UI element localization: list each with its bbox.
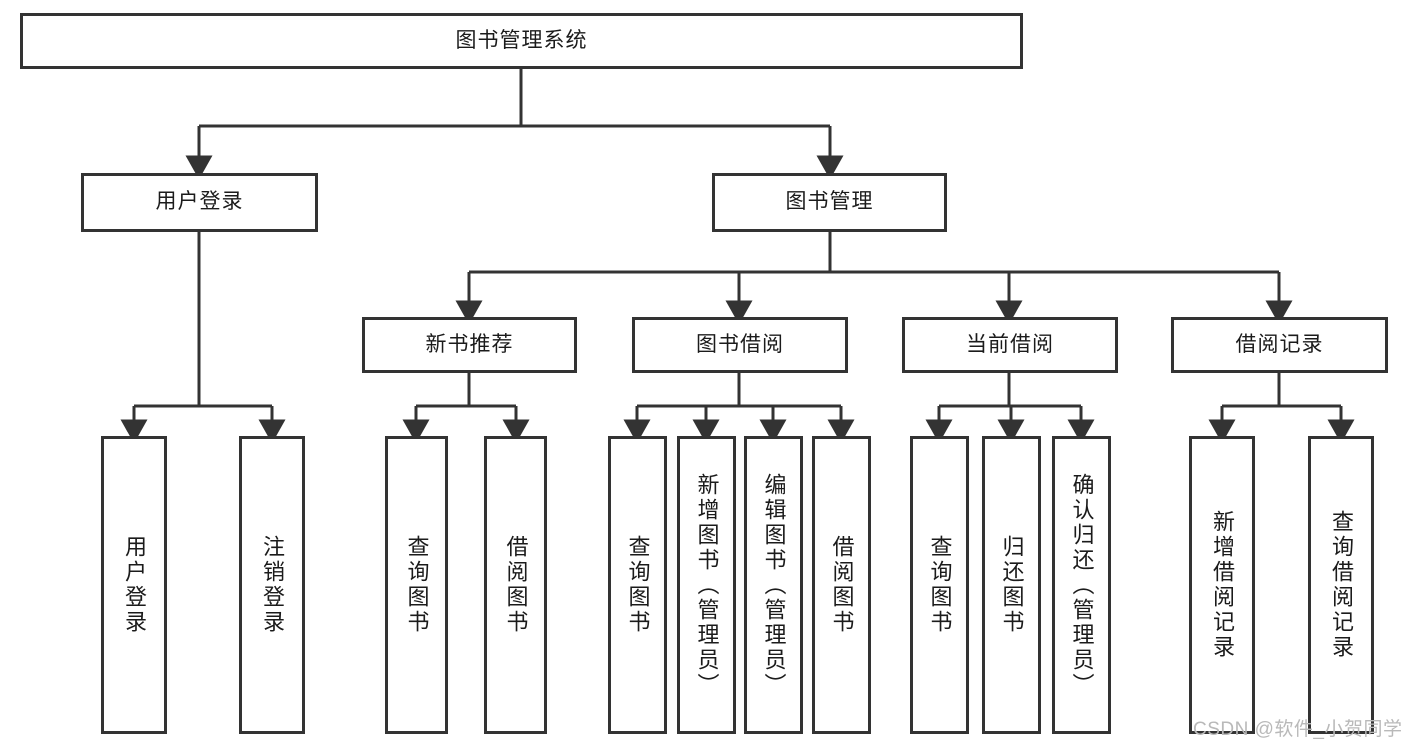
node-label: 借阅图书 xyxy=(829,535,855,635)
node-level3-borrow-record[interactable]: 借阅记录 xyxy=(1171,317,1388,373)
node-leaf-logout[interactable]: 注销登录 xyxy=(239,436,305,734)
node-level3-book-borrow[interactable]: 图书借阅 xyxy=(632,317,848,373)
node-leaf-query-book-borrow[interactable]: 查询图书 xyxy=(608,436,667,734)
node-level2-book-management[interactable]: 图书管理 xyxy=(712,173,947,232)
node-leaf-query-book-current[interactable]: 查询图书 xyxy=(910,436,969,734)
node-label: 图书管理 xyxy=(785,190,874,214)
node-label: 新书推荐 xyxy=(425,332,514,356)
csdn-watermark: CSDN @软件_小贺同学 xyxy=(1193,719,1403,740)
node-level2-user-login[interactable]: 用户登录 xyxy=(81,173,318,232)
node-root-label: 图书管理系统 xyxy=(455,28,588,52)
node-leaf-edit-book-admin[interactable]: 编辑图书（管理员） xyxy=(744,436,803,734)
node-label: 图书借阅 xyxy=(696,332,784,356)
node-leaf-borrow-book-recommend[interactable]: 借阅图书 xyxy=(484,436,547,734)
node-label: 新增图书（管理员） xyxy=(694,472,720,698)
node-root[interactable]: 图书管理系统 xyxy=(20,13,1023,69)
node-label: 查询借阅记录 xyxy=(1329,510,1354,660)
node-level3-new-book-recommend[interactable]: 新书推荐 xyxy=(362,317,577,373)
node-label: 用户登录 xyxy=(155,190,244,214)
node-leaf-confirm-return-admin[interactable]: 确认归还（管理员） xyxy=(1052,436,1111,734)
node-label: 借阅图书 xyxy=(503,535,529,635)
node-label: 确认归还（管理员） xyxy=(1069,472,1095,698)
node-label: 注销登录 xyxy=(260,535,285,635)
node-label: 借阅记录 xyxy=(1235,332,1324,356)
node-leaf-add-borrow-record[interactable]: 新增借阅记录 xyxy=(1189,436,1255,734)
node-label: 当前借阅 xyxy=(966,332,1054,356)
node-label: 查询图书 xyxy=(625,535,651,635)
node-label: 用户登录 xyxy=(122,535,147,635)
node-leaf-user-login[interactable]: 用户登录 xyxy=(101,436,167,734)
node-label: 查询图书 xyxy=(404,535,430,635)
node-leaf-add-book-admin[interactable]: 新增图书（管理员） xyxy=(677,436,736,734)
node-leaf-query-borrow-record[interactable]: 查询借阅记录 xyxy=(1308,436,1374,734)
node-leaf-borrow-book[interactable]: 借阅图书 xyxy=(812,436,871,734)
node-label: 归还图书 xyxy=(999,535,1025,635)
node-leaf-return-book[interactable]: 归还图书 xyxy=(982,436,1041,734)
node-level3-current-borrow[interactable]: 当前借阅 xyxy=(902,317,1118,373)
node-leaf-query-book-recommend[interactable]: 查询图书 xyxy=(385,436,448,734)
node-label: 查询图书 xyxy=(927,535,953,635)
node-label: 编辑图书（管理员） xyxy=(761,472,787,698)
node-label: 新增借阅记录 xyxy=(1210,510,1235,660)
